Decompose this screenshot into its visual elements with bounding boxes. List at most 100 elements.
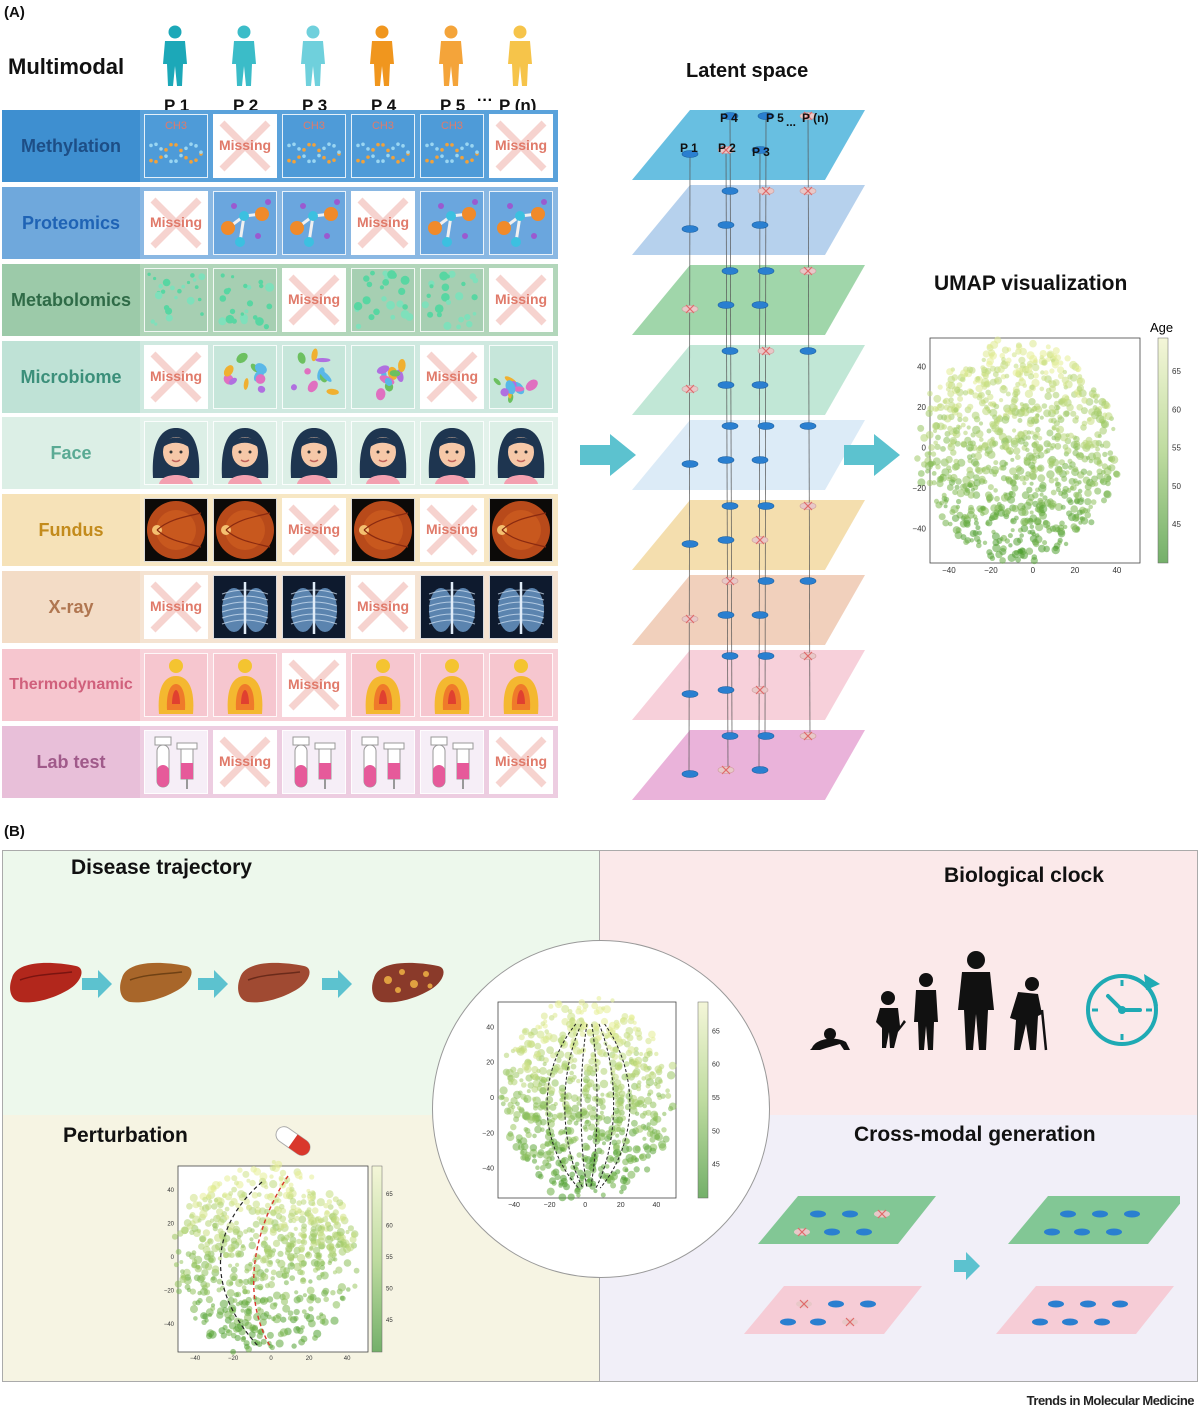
latent-node — [751, 611, 769, 619]
x-tick: 20 — [1070, 566, 1079, 575]
latent-layer — [632, 500, 865, 570]
latent-node — [721, 652, 739, 660]
modality-label: Face — [2, 417, 140, 489]
colorbar-tick: 55 — [386, 1255, 393, 1261]
trajectory-path — [580, 1023, 588, 1189]
latent-plane — [1008, 1196, 1180, 1244]
svg-text:CH3: CH3 — [372, 120, 394, 132]
latent-node — [799, 422, 817, 430]
modality-sample-cell — [213, 421, 277, 485]
latent-node — [751, 381, 769, 389]
person-icon — [232, 25, 256, 86]
missing-cell: Missing — [144, 191, 208, 255]
child-silhouette-icon — [876, 991, 906, 1048]
x-tick: 40 — [1112, 566, 1121, 575]
liver-fibrosis-icon — [238, 962, 310, 1003]
latent-node — [751, 766, 769, 774]
y-tick: −20 — [164, 1288, 175, 1294]
missing-cell: Missing — [351, 575, 415, 639]
latent-patient-label: P 3 — [752, 145, 770, 159]
modality-sample-cell: CH3 — [144, 114, 208, 178]
cross-modal-generation-title: Cross-modal generation — [854, 1123, 1096, 1146]
missing-cross-icon — [495, 274, 547, 326]
y-tick: 20 — [167, 1222, 174, 1228]
colorbar-tick: 60 — [386, 1223, 393, 1229]
fundus-retina-icon — [492, 501, 550, 559]
missing-label: Missing — [356, 214, 410, 230]
latent-node — [1106, 1228, 1122, 1236]
metabolite-dots-icon — [147, 272, 206, 326]
umap-colorbar-title: Age — [1150, 320, 1174, 335]
thermal-body-icon — [158, 659, 194, 714]
latent-node — [757, 732, 775, 740]
latent-layer — [632, 345, 865, 415]
latent-patient-label: P 2 — [718, 141, 736, 155]
latent-node — [681, 225, 699, 233]
modality-label: Thermodynamic — [2, 649, 140, 721]
missing-cell: Missing — [213, 730, 277, 794]
modality-sample-cell — [489, 575, 553, 639]
missing-label: Missing — [149, 214, 203, 230]
person-icon — [439, 25, 463, 86]
modality-sample-cell: CH3 — [282, 114, 346, 178]
face-icon — [290, 428, 338, 484]
latent-node — [721, 732, 739, 740]
dna-methylation-icon: CH3 — [425, 120, 479, 164]
latent-node — [721, 422, 739, 430]
latent-node — [780, 1318, 796, 1326]
trajectory-path — [590, 1023, 598, 1189]
trajectory-path — [599, 1023, 631, 1189]
missing-cell: Missing — [420, 345, 484, 409]
baseline-trajectory — [219, 1181, 263, 1347]
right-arrow-icon — [198, 970, 228, 998]
dna-methylation-icon: CH3 — [356, 120, 410, 164]
latent-node — [721, 347, 739, 355]
latent-node — [1092, 1210, 1108, 1218]
modality-sample-cell — [420, 575, 484, 639]
face-icon — [152, 428, 200, 484]
y-tick: −20 — [912, 484, 926, 493]
modality-label: X-ray — [2, 571, 140, 643]
latent-node — [810, 1318, 826, 1326]
lab-test-tube-icon — [430, 736, 474, 789]
chest-xray-icon — [428, 582, 476, 634]
latent-node — [860, 1300, 876, 1308]
x-tick: 20 — [617, 1202, 625, 1209]
person-icon — [163, 25, 187, 86]
missing-cross-icon — [495, 120, 547, 172]
colorbar-tick: 65 — [1172, 367, 1181, 376]
modality-sample-cell — [282, 421, 346, 485]
perturbation-title: Perturbation — [63, 1124, 188, 1147]
missing-label: Missing — [287, 291, 341, 307]
latent-node — [751, 301, 769, 309]
metabolite-dots-icon — [421, 270, 479, 330]
modality-label: Proteomics — [2, 187, 140, 259]
disease-trajectory-livers — [10, 962, 444, 1003]
missing-cross-icon — [219, 120, 271, 172]
modality-row: Proteomics Missing Missing — [2, 187, 558, 259]
latent-node — [1124, 1210, 1140, 1218]
latent-node — [1062, 1318, 1078, 1326]
latent-layer — [632, 265, 865, 335]
missing-cross-icon — [150, 351, 202, 403]
missing-cell: Missing — [282, 498, 346, 562]
umap-title: UMAP visualization — [934, 272, 1128, 295]
latent-node — [799, 347, 817, 355]
modality-sample-cell — [213, 191, 277, 255]
colorbar-tick: 45 — [712, 1162, 720, 1169]
latent-node — [681, 150, 699, 158]
colorbar-tick: 55 — [712, 1095, 720, 1102]
colorbar-tick: 55 — [1172, 444, 1181, 453]
chest-xray-icon — [221, 582, 269, 634]
latent-node — [681, 460, 699, 468]
latent-node — [681, 690, 699, 698]
person-icon — [508, 25, 532, 86]
liver-cirrhosis-icon — [372, 962, 444, 1003]
latent-layer — [632, 575, 865, 645]
latent-plane — [758, 1196, 936, 1244]
missing-cross-icon — [288, 504, 340, 556]
modality-sample-cell — [351, 730, 415, 794]
